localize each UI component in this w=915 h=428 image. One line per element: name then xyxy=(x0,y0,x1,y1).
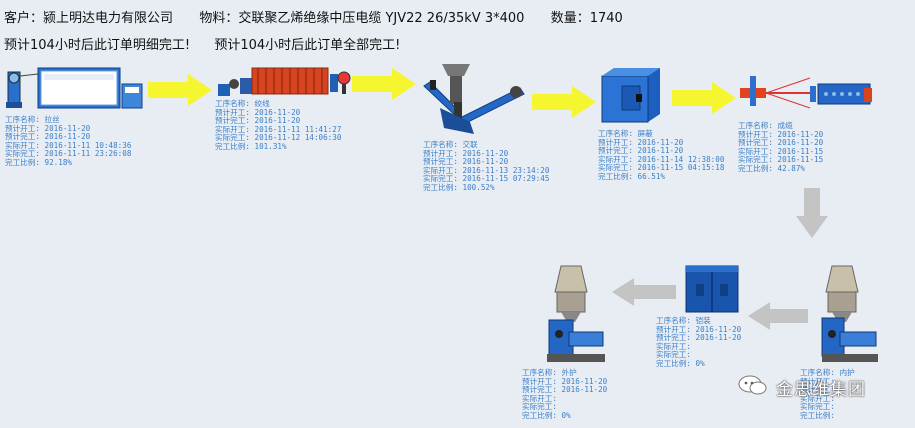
process-name: 铠装 xyxy=(695,316,711,325)
header-line-1: 客户：颍上明达电力有限公司 物料：交联聚乙烯绝缘中压电缆 YJV22 26/35… xyxy=(4,7,623,26)
process-info-inner-sheath: 工序名称: 内护 预计开工: 预计完工: 实际开工: 实际完工: 完工比例: xyxy=(800,368,855,420)
drawing-machine-image xyxy=(6,67,143,109)
completion-ratio: 92.18% xyxy=(44,157,72,167)
process-name: 交联 xyxy=(462,140,478,149)
watermark-text: 金思维集团 xyxy=(776,380,866,400)
flow-arrow-1-icon xyxy=(148,74,212,106)
flow-arrow-2-icon xyxy=(352,68,416,100)
process-info-shielding: 工序名称: 屏蔽 预计开工: 2016-11-20 预计完工: 2016-11-… xyxy=(598,129,725,181)
stranding-machine-image xyxy=(218,67,351,96)
flow-arrow-5-icon xyxy=(796,188,828,238)
process-info-drawing: 工序名称: 拉丝 预计开工: 2016-11-20 预计完工: 2016-11-… xyxy=(5,115,132,167)
completion-ratio: 100.52% xyxy=(462,182,495,192)
wechat-icon xyxy=(738,375,767,395)
header-line-2: 预计104小时后此订单明细完工! 预计104小时后此订单全部完工! xyxy=(4,34,400,53)
completion-ratio: 0% xyxy=(561,410,571,420)
process-name: 拉丝 xyxy=(44,115,60,124)
process-info-stranding: 工序名称: 绞线 预计开工: 2016-11-20 预计完工: 2016-11-… xyxy=(215,99,342,151)
flow-arrow-4-icon xyxy=(672,82,736,114)
flow-arrow-6-icon xyxy=(748,302,808,330)
process-name: 绞线 xyxy=(254,99,270,108)
process-name: 内护 xyxy=(839,368,855,377)
quantity-value: 1740 xyxy=(589,11,623,26)
completion-ratio: 42.87% xyxy=(777,163,805,173)
forecast-detail: 预计104小时后此订单明细完工! xyxy=(4,38,191,53)
quantity-label: 数量： xyxy=(550,11,590,26)
forecast-all: 预计104小时后此订单全部完工! xyxy=(214,38,401,53)
outer-sheath-extruder-image xyxy=(547,265,605,362)
process-info-outer-sheath: 工序名称: 外护 预计开工: 2016-11-20 预计完工: 2016-11-… xyxy=(522,368,608,420)
completion-ratio: 0% xyxy=(695,358,705,368)
inner-sheath-extruder-image xyxy=(821,265,878,362)
process-name: 成缆 xyxy=(777,121,793,130)
process-name: 屏蔽 xyxy=(637,129,653,138)
material-label: 物料： xyxy=(199,11,239,26)
crosslink-machine-image xyxy=(423,64,525,134)
material-value: 交联聚乙烯绝缘中压电缆 YJV22 26/35kV 3*400 xyxy=(238,11,525,26)
process-info-armoring: 工序名称: 铠装 预计开工: 2016-11-20 预计完工: 2016-11-… xyxy=(656,316,742,368)
completion-ratio: 101.31% xyxy=(254,141,287,151)
process-info-cabling: 工序名称: 成缆 预计开工: 2016-11-20 预计完工: 2016-11-… xyxy=(738,121,824,173)
flow-arrow-3-icon xyxy=(532,86,596,118)
customer-label: 客户： xyxy=(4,11,44,26)
armoring-machine-image xyxy=(685,265,739,313)
completion-ratio: 66.51% xyxy=(637,171,665,181)
process-info-crosslink: 工序名称: 交联 预计开工: 2016-11-20 预计完工: 2016-11-… xyxy=(423,140,550,192)
customer-value: 颍上明达电力有限公司 xyxy=(43,11,174,26)
shielding-machine-image xyxy=(601,68,660,123)
cabling-machine-image xyxy=(740,76,872,109)
process-name: 外护 xyxy=(561,368,577,377)
flow-arrow-7-icon xyxy=(612,278,676,306)
